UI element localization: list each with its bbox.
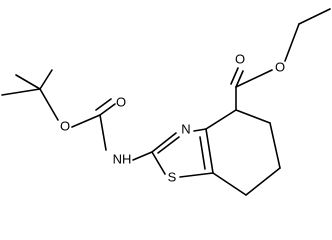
bond-c7-c7a [212, 172, 247, 196]
bond-c3a-c4 [205, 109, 237, 130]
bond-boc-c-n [99, 114, 107, 151]
atom-label-s-ring: S [168, 169, 177, 184]
atom-label-o-ether-boc: O [60, 118, 70, 133]
molecule-structure: O O NH N S O O [1, 8, 331, 196]
bond-tbu-o [39, 88, 59, 121]
bond-ethyl-ch2-ch3 [298, 8, 331, 25]
atom-label-o-ether-ester: O [275, 59, 285, 74]
atom-label-n-ring: N [181, 121, 190, 136]
bond-tbu-methyl-1 [15, 74, 41, 90]
structure-canvas: O O NH N S O O [1, 8, 331, 196]
bond-c4-c5 [235, 109, 271, 124]
atom-label-o-carbonyl-ester: O [235, 51, 245, 66]
bond-tbu-methyl-2 [1, 88, 41, 96]
bond-tbu-methyl-3 [39, 69, 53, 90]
bond-c3a-c7a-1 [205, 128, 214, 174]
bond-c2-n3-2 [157, 136, 180, 154]
bond-c6-c7 [245, 167, 281, 196]
bond-s-c7a [179, 172, 214, 178]
atom-label-nh: NH [113, 151, 132, 166]
atom-label-o-carbonyl-boc: O [116, 94, 126, 109]
bond-ester-c-o [235, 69, 273, 88]
bond-n3-c3a [193, 128, 207, 132]
bond-o-carbonyl-c [71, 114, 101, 128]
bond-c2-n3-1 [151, 132, 177, 153]
bond-ester-co-1 [235, 70, 244, 88]
bond-c5-c6 [269, 122, 281, 169]
bond-c3a-c7a-2 [199, 136, 206, 170]
bond-boc-co-1 [99, 103, 116, 116]
bond-nh-c2 [132, 151, 153, 161]
bond-c2-s [151, 151, 166, 175]
bond-ester-co-2 [230, 67, 239, 85]
bond-boc-co-2 [95, 98, 112, 111]
bond-o-ethyl-ch2 [284, 23, 300, 62]
